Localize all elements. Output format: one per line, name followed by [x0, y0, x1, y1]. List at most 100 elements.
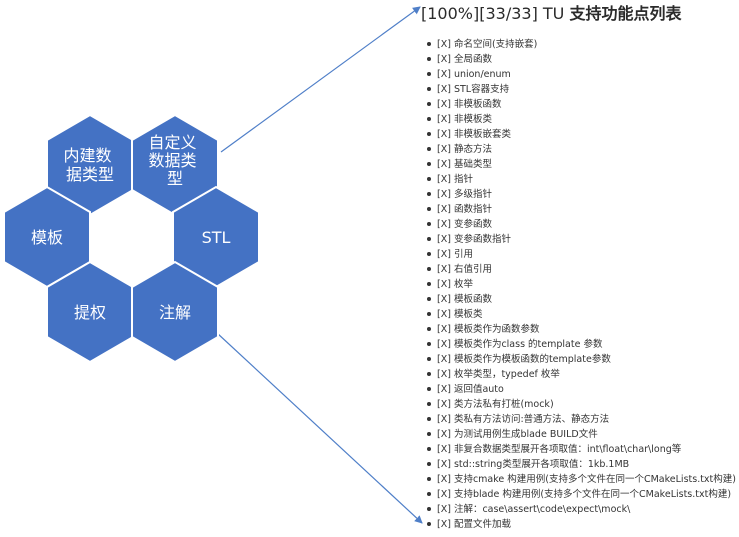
bullet-icon	[427, 522, 431, 526]
bullet-icon	[427, 477, 431, 481]
feature-item: [X] 指针	[423, 172, 736, 187]
bullet-icon	[427, 312, 431, 316]
hex-shape	[172, 185, 260, 289]
feature-text: [X] 指针	[437, 174, 473, 185]
feature-item: [X] 引用	[423, 247, 736, 262]
feature-item: [X] 模板类作为class 的template 参数	[423, 337, 736, 352]
title-prefix: [100%][33/33] TU	[421, 4, 570, 23]
feature-item: [X] 返回值auto	[423, 382, 736, 397]
bullet-icon	[427, 327, 431, 331]
feature-item: [X] 为测试用例生成blade BUILD文件	[423, 427, 736, 442]
feature-text: [X] 模板类作为模板函数的template参数	[437, 354, 611, 365]
feature-text: [X] 非模板嵌套类	[437, 129, 511, 140]
feature-text: [X] 为测试用例生成blade BUILD文件	[437, 429, 598, 440]
feature-item: [X] 注解：case\assert\code\expect\mock\	[423, 502, 736, 517]
feature-item: [X] 类方法私有打桩(mock)	[423, 397, 736, 412]
hex-label-line: 型	[167, 169, 183, 188]
bullet-icon	[427, 117, 431, 121]
feature-text: [X] 模板类作为函数参数	[437, 324, 540, 335]
bullet-icon	[427, 237, 431, 241]
feature-text: [X] std::string类型展开各项取值：1kb.1MB	[437, 459, 630, 470]
feature-text: [X] 配置文件加载	[437, 519, 511, 530]
feature-item: [X] 类私有方法访问:普通方法、静态方法	[423, 412, 736, 427]
feature-item: [X] 静态方法	[423, 142, 736, 157]
bullet-icon	[427, 207, 431, 211]
connector-to-title	[220, 6, 421, 153]
hex-label-line: 数据类	[148, 151, 196, 170]
bullet-icon	[427, 507, 431, 511]
bullet-icon	[427, 282, 431, 286]
bullet-icon	[427, 402, 431, 406]
feature-item: [X] 配置文件加载	[423, 517, 736, 532]
bullet-icon	[427, 432, 431, 436]
bullet-icon	[427, 342, 431, 346]
hex-shape	[131, 260, 219, 364]
bullet-icon	[427, 462, 431, 466]
feature-text: [X] 变参函数	[437, 219, 492, 230]
hex-label-line: 据类型	[66, 165, 114, 184]
feature-text: [X] union/enum	[437, 69, 511, 80]
bullet-icon	[427, 132, 431, 136]
hex-custom-types: 自定义 数据类 型	[131, 113, 219, 217]
feature-item: [X] 枚举类型，typedef 枚举	[423, 367, 736, 382]
bullet-icon	[427, 492, 431, 496]
feature-text: [X] 非模板类	[437, 114, 492, 125]
feature-item: [X] 多级指针	[423, 187, 736, 202]
feature-hexagon-diagram: 内建数 据类型 自定义 数据类 型 模板 STL 提权 注解	[3, 6, 423, 524]
bullet-icon	[427, 162, 431, 166]
bullet-icon	[427, 297, 431, 301]
feature-item: [X] 命名空间(支持嵌套)	[423, 37, 736, 52]
feature-text: [X] 类私有方法访问:普通方法、静态方法	[437, 414, 610, 425]
bullet-icon	[427, 102, 431, 106]
feature-item: [X] std::string类型展开各项取值：1kb.1MB	[423, 457, 736, 472]
hex-label-line: 自定义	[148, 133, 196, 152]
feature-text: [X] 全局函数	[437, 54, 492, 65]
feature-item: [X] 支持blade 构建用例(支持多个文件在同一个CMakeLists.tx…	[423, 487, 736, 502]
feature-text: [X] 支持blade 构建用例(支持多个文件在同一个CMakeLists.tx…	[437, 489, 732, 500]
hex-label-line: 内建数	[63, 146, 111, 165]
hex-label-stl: STL	[202, 228, 231, 247]
hex-label-annotation: 注解	[159, 303, 191, 322]
feature-text: [X] 引用	[437, 249, 473, 260]
page-title: [100%][33/33] TU 支持功能点列表	[421, 0, 682, 24]
hex-label-mock: 提权	[74, 303, 106, 322]
title-bold: 支持功能点列表	[569, 4, 682, 23]
feature-item: [X] 模板类作为模板函数的template参数	[423, 352, 736, 367]
feature-item: [X] 变参函数	[423, 217, 736, 232]
feature-text: [X] 右值引用	[437, 264, 492, 275]
bullet-icon	[427, 252, 431, 256]
feature-item: [X] 模板函数	[423, 292, 736, 307]
feature-text: [X] 支持cmake 构建用例(支持多个文件在同一个CMakeLists.tx…	[437, 474, 736, 485]
feature-item: [X] 模板类	[423, 307, 736, 322]
feature-text: [X] 枚举类型，typedef 枚举	[437, 369, 560, 380]
feature-text: [X] 非复合数据类型展开各项取值：int\float\char\long等	[437, 444, 682, 455]
bullet-icon	[427, 147, 431, 151]
bullet-icon	[427, 177, 431, 181]
feature-text: [X] 函数指针	[437, 204, 492, 215]
hex-stl: STL	[172, 185, 260, 289]
feature-text: [X] 枚举	[437, 279, 473, 290]
feature-text: [X] 静态方法	[437, 144, 492, 155]
hex-label-template: 模板	[31, 228, 63, 247]
feature-item: [X] 模板类作为函数参数	[423, 322, 736, 337]
hex-mock: 提权	[46, 260, 134, 364]
feature-text: [X] 类方法私有打桩(mock)	[437, 399, 554, 410]
feature-text: [X] 非模板函数	[437, 99, 502, 110]
hex-annotation: 注解	[131, 260, 219, 364]
bullet-icon	[427, 357, 431, 361]
feature-item: [X] STL容器支持	[423, 82, 736, 97]
bullet-icon	[427, 372, 431, 376]
feature-item: [X] 枚举	[423, 277, 736, 292]
bullet-icon	[427, 72, 431, 76]
feature-text: [X] 命名空间(支持嵌套)	[437, 39, 538, 50]
hex-label-custom: 自定义 数据类 型	[148, 133, 201, 188]
feature-item: [X] 支持cmake 构建用例(支持多个文件在同一个CMakeLists.tx…	[423, 472, 736, 487]
feature-item: [X] 非模板函数	[423, 97, 736, 112]
feature-item: [X] 函数指针	[423, 202, 736, 217]
feature-text: [X] 变参函数指针	[437, 234, 511, 245]
bullet-icon	[427, 42, 431, 46]
feature-text: [X] 模板函数	[437, 294, 492, 305]
feature-text: [X] 多级指针	[437, 189, 492, 200]
feature-text: [X] 返回值auto	[437, 384, 504, 395]
bullet-icon	[427, 267, 431, 271]
